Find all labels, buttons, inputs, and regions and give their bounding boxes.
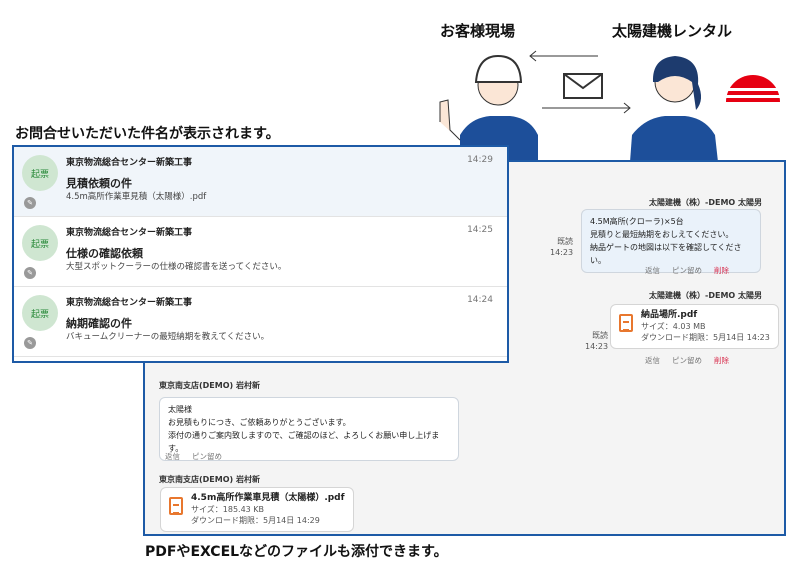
message-sender: 太陽建機（株）-DEMO 太陽男 <box>649 291 762 300</box>
delete-button[interactable]: 削除 <box>714 356 729 365</box>
subject: 見積依頼の件 <box>66 177 132 190</box>
company-label: 太陽建機レンタル <box>612 22 733 40</box>
arrow-right-icon <box>542 102 631 114</box>
attachment-caption: PDFやEXCELなどのファイルも添付できます。 <box>145 544 448 560</box>
message-actions: 返信 ピン留め 削除 <box>645 265 741 276</box>
status-badge: 起票 <box>22 295 58 331</box>
message-sender: 太陽建機（株）-DEMO 太陽男 <box>649 198 762 207</box>
preview: 大型スポットクーラーの仕様の確認書を送ってください。 <box>66 262 287 272</box>
pin-button[interactable]: ピン留め <box>192 452 222 461</box>
inquiry-row[interactable]: 起票 ✎ 東京物流総合センター新築工事 14:24 納期確認の件バキュームクリーナー… <box>14 287 507 357</box>
reply-button[interactable]: 返信 <box>645 356 660 365</box>
reply-button[interactable]: 返信 <box>165 452 180 461</box>
customer-site-label: お客様現場 <box>440 22 516 40</box>
project-name: 東京物流総合センター新築工事 <box>66 298 193 308</box>
message-bubble: 太陽様お見積もりにつき、ご依頼ありがとうございます。添付の通りご案内致しますので… <box>159 397 459 461</box>
timestamp: 14:24 <box>467 295 493 305</box>
envelope-icon <box>563 73 603 99</box>
timestamp: 14:29 <box>467 155 493 165</box>
pin-icon[interactable]: ✎ <box>24 337 36 349</box>
status-badge: 起票 <box>22 225 58 261</box>
arrow-left-icon <box>529 50 598 62</box>
pin-icon[interactable]: ✎ <box>24 197 36 209</box>
message-actions: 返信 ピン留め <box>165 451 234 462</box>
list-caption: お問合せいただいた件名が表示されます。 <box>15 126 280 142</box>
project-name: 東京物流総合センター新築工事 <box>66 228 193 238</box>
inquiry-row[interactable]: 起票 ✎ 東京物流総合センター新築工事 14:25 仕様の確認依頼大型スポットクーラ… <box>14 217 507 287</box>
reply-button[interactable]: 返信 <box>645 266 660 275</box>
inquiry-row[interactable]: 起票 ✎ 東京物流総合センター新築工事 14:29 見積依頼の件 4.5m高所作業車見… <box>14 147 507 217</box>
download-deadline: ダウンロード期限：5月14日 14:29 <box>191 516 320 525</box>
project-name: 東京物流総合センター新築工事 <box>66 158 193 168</box>
status-badge: 起票 <box>22 155 58 191</box>
staff-woman-icon <box>630 56 718 162</box>
company-logo-icon <box>726 75 780 102</box>
timestamp: 14:25 <box>467 225 493 235</box>
inquiry-list: 起票 ✎ 東京物流総合センター新築工事 14:29 見積依頼の件 4.5m高所作業車見… <box>12 145 509 363</box>
message-sender: 東京南支店(DEMO) 岩村新 <box>159 381 260 390</box>
file-icon <box>619 314 633 332</box>
pin-button[interactable]: ピン留め <box>672 266 702 275</box>
preview: 4.5m高所作業車見積（太陽様）.pdf <box>66 192 207 202</box>
file-icon <box>169 497 183 515</box>
pin-button[interactable]: ピン留め <box>672 356 702 365</box>
message-actions: 返信 ピン留め 削除 <box>645 355 741 366</box>
communication-illustration <box>439 50 780 162</box>
preview: バキュームクリーナーの最短納期を教えてください。 <box>66 332 270 342</box>
message-bubble: 4.5M高所(クローラ)×5台見積りと最短納期をおしえてください。納品ゲートの地… <box>581 209 761 273</box>
delete-button[interactable]: 削除 <box>714 266 729 275</box>
pin-icon[interactable]: ✎ <box>24 267 36 279</box>
subject: 仕様の確認依頼 <box>66 247 143 260</box>
message-sender: 東京南支店(DEMO) 岩村新 <box>159 475 260 484</box>
subject: 納期確認の件 <box>66 317 132 330</box>
